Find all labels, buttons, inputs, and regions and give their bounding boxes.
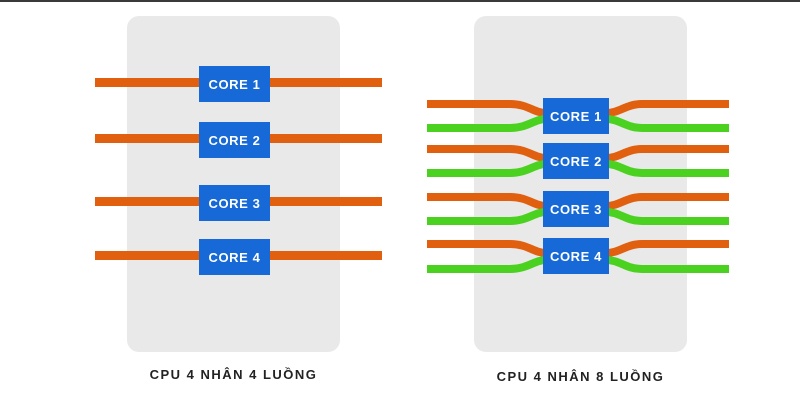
left-core-1: CORE 1 (199, 66, 270, 102)
right-threads-2 (427, 145, 729, 177)
right-threads-4 (427, 240, 729, 273)
right-core-1-label: CORE 1 (550, 109, 602, 124)
left-core-2-label: CORE 2 (208, 133, 260, 148)
right-core-3: CORE 3 (543, 191, 609, 227)
right-core-4-label: CORE 4 (550, 249, 602, 264)
right-threads-1 (427, 100, 729, 132)
right-core-4: CORE 4 (543, 238, 609, 274)
right-cpu-caption: CPU 4 NHÂN 8 LUỒNG (496, 369, 665, 384)
right-core-1: CORE 1 (543, 98, 609, 134)
top-border (0, 0, 800, 2)
left-core-1-label: CORE 1 (208, 77, 260, 92)
left-cpu-panel (127, 16, 340, 352)
left-core-4-label: CORE 4 (208, 250, 260, 265)
left-core-3-label: CORE 3 (208, 196, 260, 211)
right-threads-3 (427, 193, 729, 225)
left-core-4: CORE 4 (199, 239, 270, 275)
left-cpu-caption: CPU 4 NHÂN 4 LUỒNG (149, 367, 318, 382)
right-core-3-label: CORE 3 (550, 202, 602, 217)
right-core-2-label: CORE 2 (550, 154, 602, 169)
right-cpu-panel (474, 16, 687, 352)
left-core-3: CORE 3 (199, 185, 270, 221)
left-core-2: CORE 2 (199, 122, 270, 158)
right-core-2: CORE 2 (543, 143, 609, 179)
